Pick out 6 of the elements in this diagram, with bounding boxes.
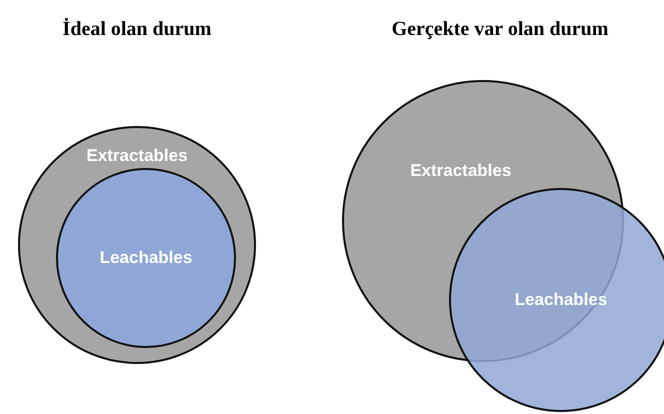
heading: Gerçekte var olan durum bbox=[392, 18, 608, 41]
set-label: Extractables bbox=[86, 146, 188, 166]
heading: İdeal olan durum bbox=[62, 18, 212, 41]
set-label: Leachables bbox=[514, 290, 608, 310]
set-label: Extractables bbox=[410, 160, 512, 181]
set-label: Leachables bbox=[100, 248, 192, 268]
